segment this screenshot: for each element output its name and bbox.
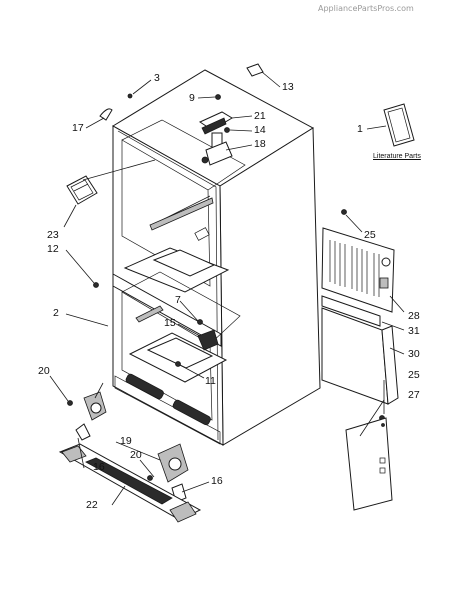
toe-grille-parts [321,295,399,405]
callout-20a: 20 [38,365,50,377]
top-small-parts [99,63,264,121]
callout-1: 1 [357,123,363,135]
front-screws [93,282,219,367]
control-module [66,175,98,205]
base-rail [58,443,202,523]
rear-access-cover [321,209,395,313]
callout-17: 17 [72,122,84,134]
literature-book [383,103,415,147]
hinge-assembly [198,94,233,166]
cabinet-assembly [112,69,321,446]
callout-14: 14 [254,124,266,136]
callout-25b: 25 [408,369,420,381]
callout-2: 2 [53,307,59,319]
leader-lines [49,71,405,506]
callout-16b: 16 [211,475,223,487]
callout-20b: 20 [130,449,142,461]
callout-9: 9 [189,92,195,104]
callout-12: 12 [47,243,59,255]
callout-31: 31 [408,325,420,337]
callout-16a: 16 [93,461,105,473]
callout-3: 3 [154,72,160,84]
callout-28: 28 [408,310,420,322]
watermark-text: AppliancePartsPros.com [318,4,414,13]
callout-11: 11 [205,375,216,387]
callout-22: 22 [86,499,98,511]
callout-23: 23 [47,229,59,241]
callout-7: 7 [175,294,181,306]
callout-30: 30 [408,348,420,360]
side-panel [345,415,393,511]
callout-18: 18 [254,138,266,150]
callout-27: 27 [408,389,420,401]
literature-parts-label: Literature Parts [373,153,421,160]
callout-13: 13 [282,81,294,93]
callout-25a: 25 [364,229,376,241]
callout-21: 21 [254,110,266,122]
callout-19: 19 [120,435,132,447]
callout-15: 15 [164,317,176,329]
